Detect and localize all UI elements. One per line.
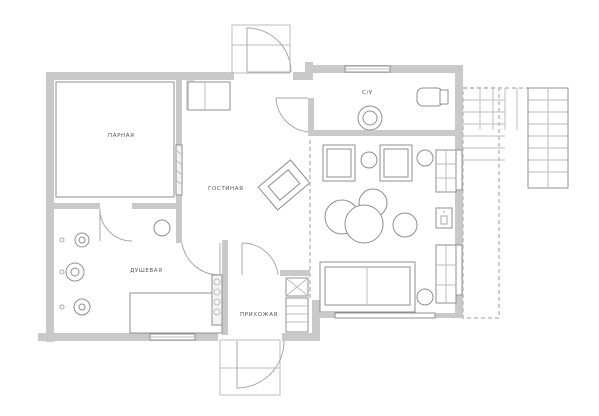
steam-room-furniture	[55, 81, 183, 198]
dining-lounge-furniture	[319, 144, 457, 313]
bathroom-fixtures	[357, 87, 449, 131]
steam-room-label: ПАРНАЯ	[108, 133, 135, 139]
shower-room-label: ДУШЕВАЯ	[130, 268, 163, 274]
hallway-cabinet	[285, 277, 309, 333]
internal-doors	[99, 97, 309, 276]
shower-room-furniture	[59, 219, 223, 334]
living-room-furniture	[257, 140, 311, 300]
top-entry-door	[231, 24, 292, 74]
bathroom-label: С/У	[362, 90, 373, 96]
bottom-entry-door	[219, 339, 285, 396]
living-room-label: ГОСТИНАЯ	[208, 186, 244, 192]
cabinet	[187, 81, 231, 111]
hallway-label: ПРИХОЖАЯ	[240, 312, 278, 318]
terrace-and-stairs	[462, 87, 569, 319]
